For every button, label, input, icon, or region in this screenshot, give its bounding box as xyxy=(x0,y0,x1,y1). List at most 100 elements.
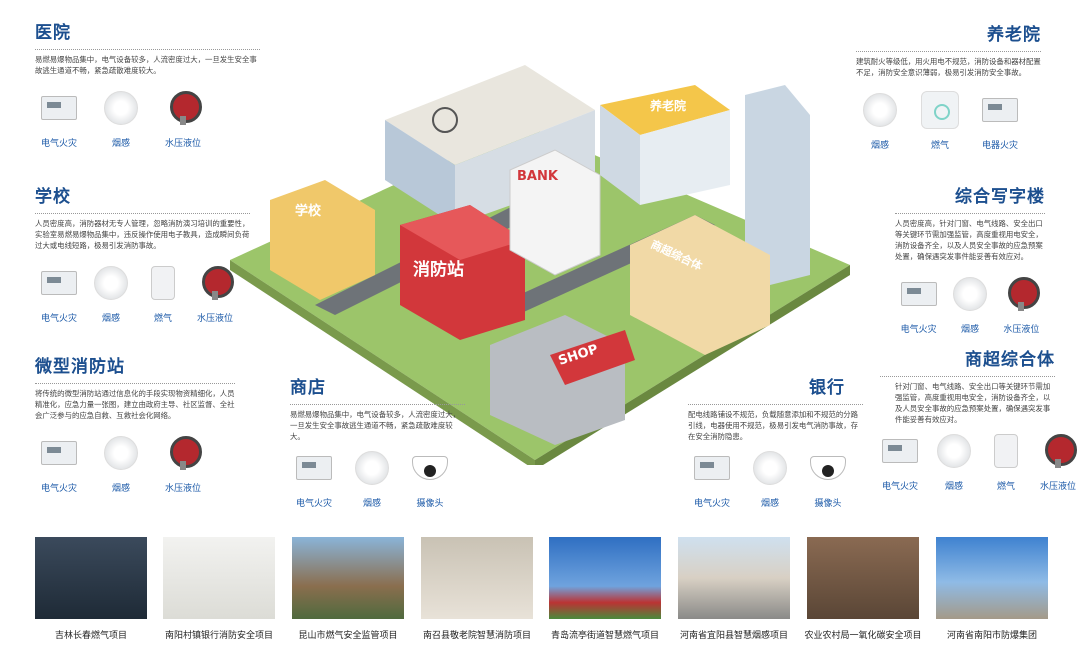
device-gas: 燃气 xyxy=(139,265,187,324)
section-desc: 易燃易爆物品集中，电气设备较多，人流密度过大，一旦发生安全事故逃生通道不畅，紧急… xyxy=(35,55,257,75)
device-smoke: 烟感 xyxy=(348,450,396,509)
smoke-detector-icon xyxy=(937,434,971,468)
device-smoke: 烟感 xyxy=(856,92,904,151)
project-caption: 河南省南阳市防爆集团 xyxy=(946,631,1037,641)
mall-building xyxy=(630,215,770,355)
pressure-gauge-icon xyxy=(202,266,234,300)
section-desc: 针对门窗、电气线路、安全出口等关键环节需加强监管，高度重视用电安全，消防设备齐全… xyxy=(895,382,1051,424)
smoke-detector-icon xyxy=(753,451,787,485)
section-desc: 易燃易爆物品集中，电气设备较多，人流密度过大，一旦发生安全事故逃生通道不畅，紧急… xyxy=(290,410,460,441)
device-water-pressure: 水压液位 xyxy=(159,435,207,494)
device-smoke: 烟感 xyxy=(97,435,145,494)
device-smoke: 烟感 xyxy=(946,276,993,335)
project-photo-3 xyxy=(292,537,404,619)
project-photo-8 xyxy=(936,537,1048,619)
dome-camera-icon xyxy=(412,456,448,480)
project-caption: 河南省宜阳县智慧烟感项目 xyxy=(679,631,788,641)
device-gas: 燃气 xyxy=(916,91,964,151)
smart-city-illustration: 养老院 学校 消防站 BANK 商超综合体 SHOP xyxy=(230,65,850,465)
electrical-fire-detector-icon xyxy=(982,98,1018,122)
section-title: 学校 xyxy=(35,187,71,207)
electrical-fire-detector-icon xyxy=(694,456,730,480)
electrical-fire-detector-icon xyxy=(882,439,918,463)
project-photo-2 xyxy=(163,537,275,619)
device-smoke: 烟感 xyxy=(97,90,145,149)
section-desc: 人员密度高，针对门窗、电气线路、安全出口等关键环节需加强监管，高度重视用电安全，… xyxy=(895,219,1043,261)
project-photo-6 xyxy=(678,537,790,619)
section-title: 医院 xyxy=(35,23,71,43)
hospital-building xyxy=(385,65,595,165)
device-smoke: 烟感 xyxy=(934,433,974,492)
section-bank: 银行 配电线路铺设不规范，负载随意添加和不规范的分路引线，电器使用不规范，极易引… xyxy=(688,373,863,509)
smoke-detector-icon xyxy=(104,436,138,470)
project-photo-7 xyxy=(807,537,919,619)
school-building xyxy=(270,180,375,300)
device-water-pressure: 水压液位 xyxy=(191,265,239,324)
section-micro-fire-station: 微型消防站 将传统的微型消防站通过信息化的手段实现物资精细化，人员精准化，应急力… xyxy=(35,352,235,494)
smoke-detector-icon xyxy=(94,266,128,300)
section-shop: 商店 易燃易爆物品集中，电气设备较多，人流密度过大，一旦发生安全事故逃生通道不畅… xyxy=(290,373,465,509)
gas-detector-icon xyxy=(994,434,1018,468)
device-electrical-fire: 电气火灾 xyxy=(880,433,920,492)
device-smoke: 烟感 xyxy=(746,450,794,509)
elderly-sign: 养老院 xyxy=(649,98,686,113)
section-hospital: 医院 易燃易爆物品集中，电气设备较多，人流密度过大，一旦发生安全事故逃生通道不畅… xyxy=(35,18,260,149)
section-title: 银行 xyxy=(809,378,845,398)
section-title: 商超综合体 xyxy=(965,350,1055,370)
section-desc: 将传统的微型消防站通过信息化的手段实现物资精细化，人员精准化，应急力量一张图，建… xyxy=(35,389,235,420)
project-caption: 南阳村镇银行消防安全项目 xyxy=(164,631,273,641)
smoke-detector-icon xyxy=(863,93,897,127)
device-water-pressure: 水压液位 xyxy=(998,276,1045,335)
project-photo-4 xyxy=(421,537,533,619)
pressure-gauge-icon xyxy=(1008,277,1041,311)
project-caption: 昆山市燃气安全监管项目 xyxy=(298,631,398,641)
bank-sign: BANK xyxy=(517,169,559,184)
device-electrical-fire: 电气火灾 xyxy=(35,435,83,494)
device-electrical-fire: 电气火灾 xyxy=(35,90,83,149)
pressure-gauge-icon xyxy=(1045,434,1077,468)
smoke-detector-icon xyxy=(952,277,987,311)
section-school: 学校 人员密度高，消防器材无专人管理，忽略消防演习培训的重要性，实验室易燃易爆物… xyxy=(35,182,250,324)
elderly-home-building xyxy=(640,110,730,205)
dome-camera-icon xyxy=(810,456,846,480)
gas-detector-icon xyxy=(151,266,175,300)
electrical-fire-detector-icon xyxy=(41,271,77,295)
electrical-fire-detector-icon xyxy=(41,96,77,120)
section-shopping-complex: 商超综合体 针对门窗、电气线路、安全出口等关键环节需加强监管，高度重视用电安全，… xyxy=(880,345,1077,492)
device-electrical-fire: 电气火灾 xyxy=(35,265,83,324)
device-electrical-fire: 电气火灾 xyxy=(290,450,338,509)
section-desc: 配电线路铺设不规范，负载随意添加和不规范的分路引线，电器使用不规范，极易引发电气… xyxy=(688,410,858,441)
section-office-building: 综合写字楼 人员密度高，针对门窗、电气线路、安全出口等关键环节需加强监管，高度重… xyxy=(895,182,1045,335)
device-gas: 燃气 xyxy=(988,433,1024,492)
section-title: 微型消防站 xyxy=(35,357,125,377)
fire-station-sign: 消防站 xyxy=(413,259,464,280)
section-title: 养老院 xyxy=(987,25,1041,45)
device-smoke: 烟感 xyxy=(87,265,135,324)
section-elderly-home: 养老院 建筑耐火等级低，用火用电不规范，消防设备和器材配置不足，消防安全意识薄弱… xyxy=(856,20,1041,151)
smoke-detector-icon xyxy=(104,91,138,125)
bank-building xyxy=(509,149,601,276)
electrical-fire-detector-icon xyxy=(296,456,332,480)
device-camera: 摄像头 xyxy=(406,450,454,509)
project-caption: 青岛流亭街道智慧燃气项目 xyxy=(550,631,659,641)
device-water-pressure: 水压液位 xyxy=(159,90,207,149)
gas-detector-icon xyxy=(921,91,959,129)
pressure-gauge-icon xyxy=(170,91,202,125)
electrical-fire-detector-icon xyxy=(41,441,77,465)
school-sign: 学校 xyxy=(295,203,322,219)
section-desc: 人员密度高，消防器材无专人管理，忽略消防演习培训的重要性，实验室易燃易爆物品集中… xyxy=(35,219,250,250)
section-title: 综合写字楼 xyxy=(955,187,1045,207)
electrical-fire-detector-icon xyxy=(900,282,937,306)
device-electrical-fire: 电器火灾 xyxy=(976,92,1024,151)
office-tower xyxy=(745,85,810,285)
project-photo-5 xyxy=(549,537,661,619)
device-electrical-fire: 电气火灾 xyxy=(688,450,736,509)
project-caption: 南召县敬老院智慧消防项目 xyxy=(422,631,531,641)
project-caption: 吉林长春燃气项目 xyxy=(54,631,127,641)
smoke-detector-icon xyxy=(355,451,389,485)
section-desc: 建筑耐火等级低，用火用电不规范，消防设备和器材配置不足，消防安全意识薄弱，极易引… xyxy=(856,57,1041,77)
section-title: 商店 xyxy=(290,378,326,398)
device-electrical-fire: 电气火灾 xyxy=(895,276,942,335)
project-photo-1 xyxy=(35,537,147,619)
pressure-gauge-icon xyxy=(170,436,202,470)
